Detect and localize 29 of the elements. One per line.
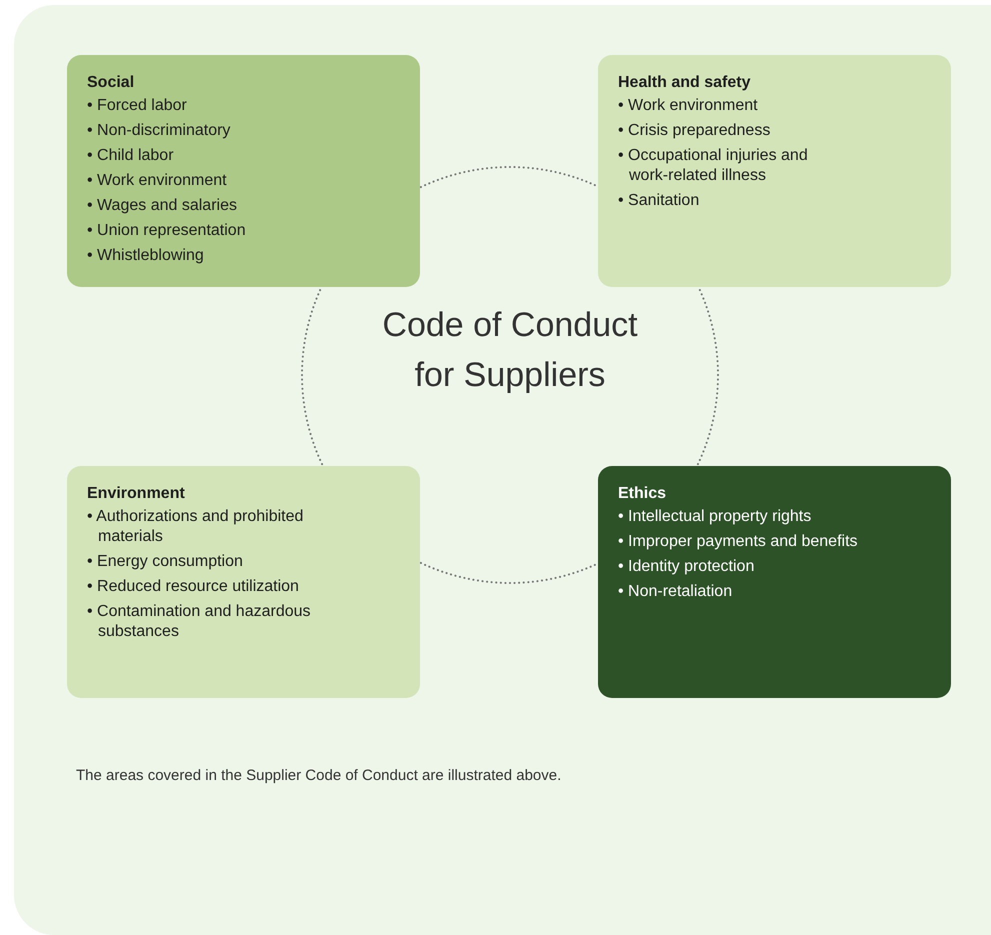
category-box [598, 466, 951, 698]
list-item: • Improper payments and benefits [618, 532, 858, 552]
list-item: • Occupational injuries and work-related illness [618, 146, 809, 186]
list-item: • Work environment [618, 96, 758, 116]
list-item: • Sanitation [618, 191, 700, 211]
list-item: • Work environment [87, 171, 227, 191]
box-heading: Health and safety [618, 73, 750, 93]
category-box [67, 55, 420, 287]
list-item: • Authorizations and prohibited materials [87, 507, 304, 547]
list-item: • Child labor [87, 146, 174, 166]
box-heading: Environment [87, 484, 185, 504]
list-item: • Wages and salaries [87, 196, 237, 216]
list-item: • Identity protection [618, 557, 754, 577]
box-heading: Social [87, 73, 134, 93]
category-box [67, 466, 420, 698]
list-item: • Non-retaliation [618, 582, 732, 602]
list-item: • Reduced resource utilization [87, 577, 299, 597]
list-item: • Non-discriminatory [87, 121, 230, 141]
category-box [598, 55, 951, 287]
list-item: • Energy consumption [87, 552, 243, 572]
list-item: • Intellectual property rights [618, 507, 812, 527]
box-heading: Ethics [618, 484, 666, 504]
list-item: • Crisis preparedness [618, 121, 770, 141]
list-item: • Contamination and hazardous substances [87, 602, 312, 642]
list-item: • Union representation [87, 221, 246, 241]
center-title: Code of Conduct for Suppliers [381, 305, 639, 396]
caption: The areas covered in the Supplier Code of Conduct are illustrated above. [76, 767, 562, 784]
list-item: • Forced labor [87, 96, 187, 116]
list-item: • Whistleblowing [87, 246, 205, 266]
